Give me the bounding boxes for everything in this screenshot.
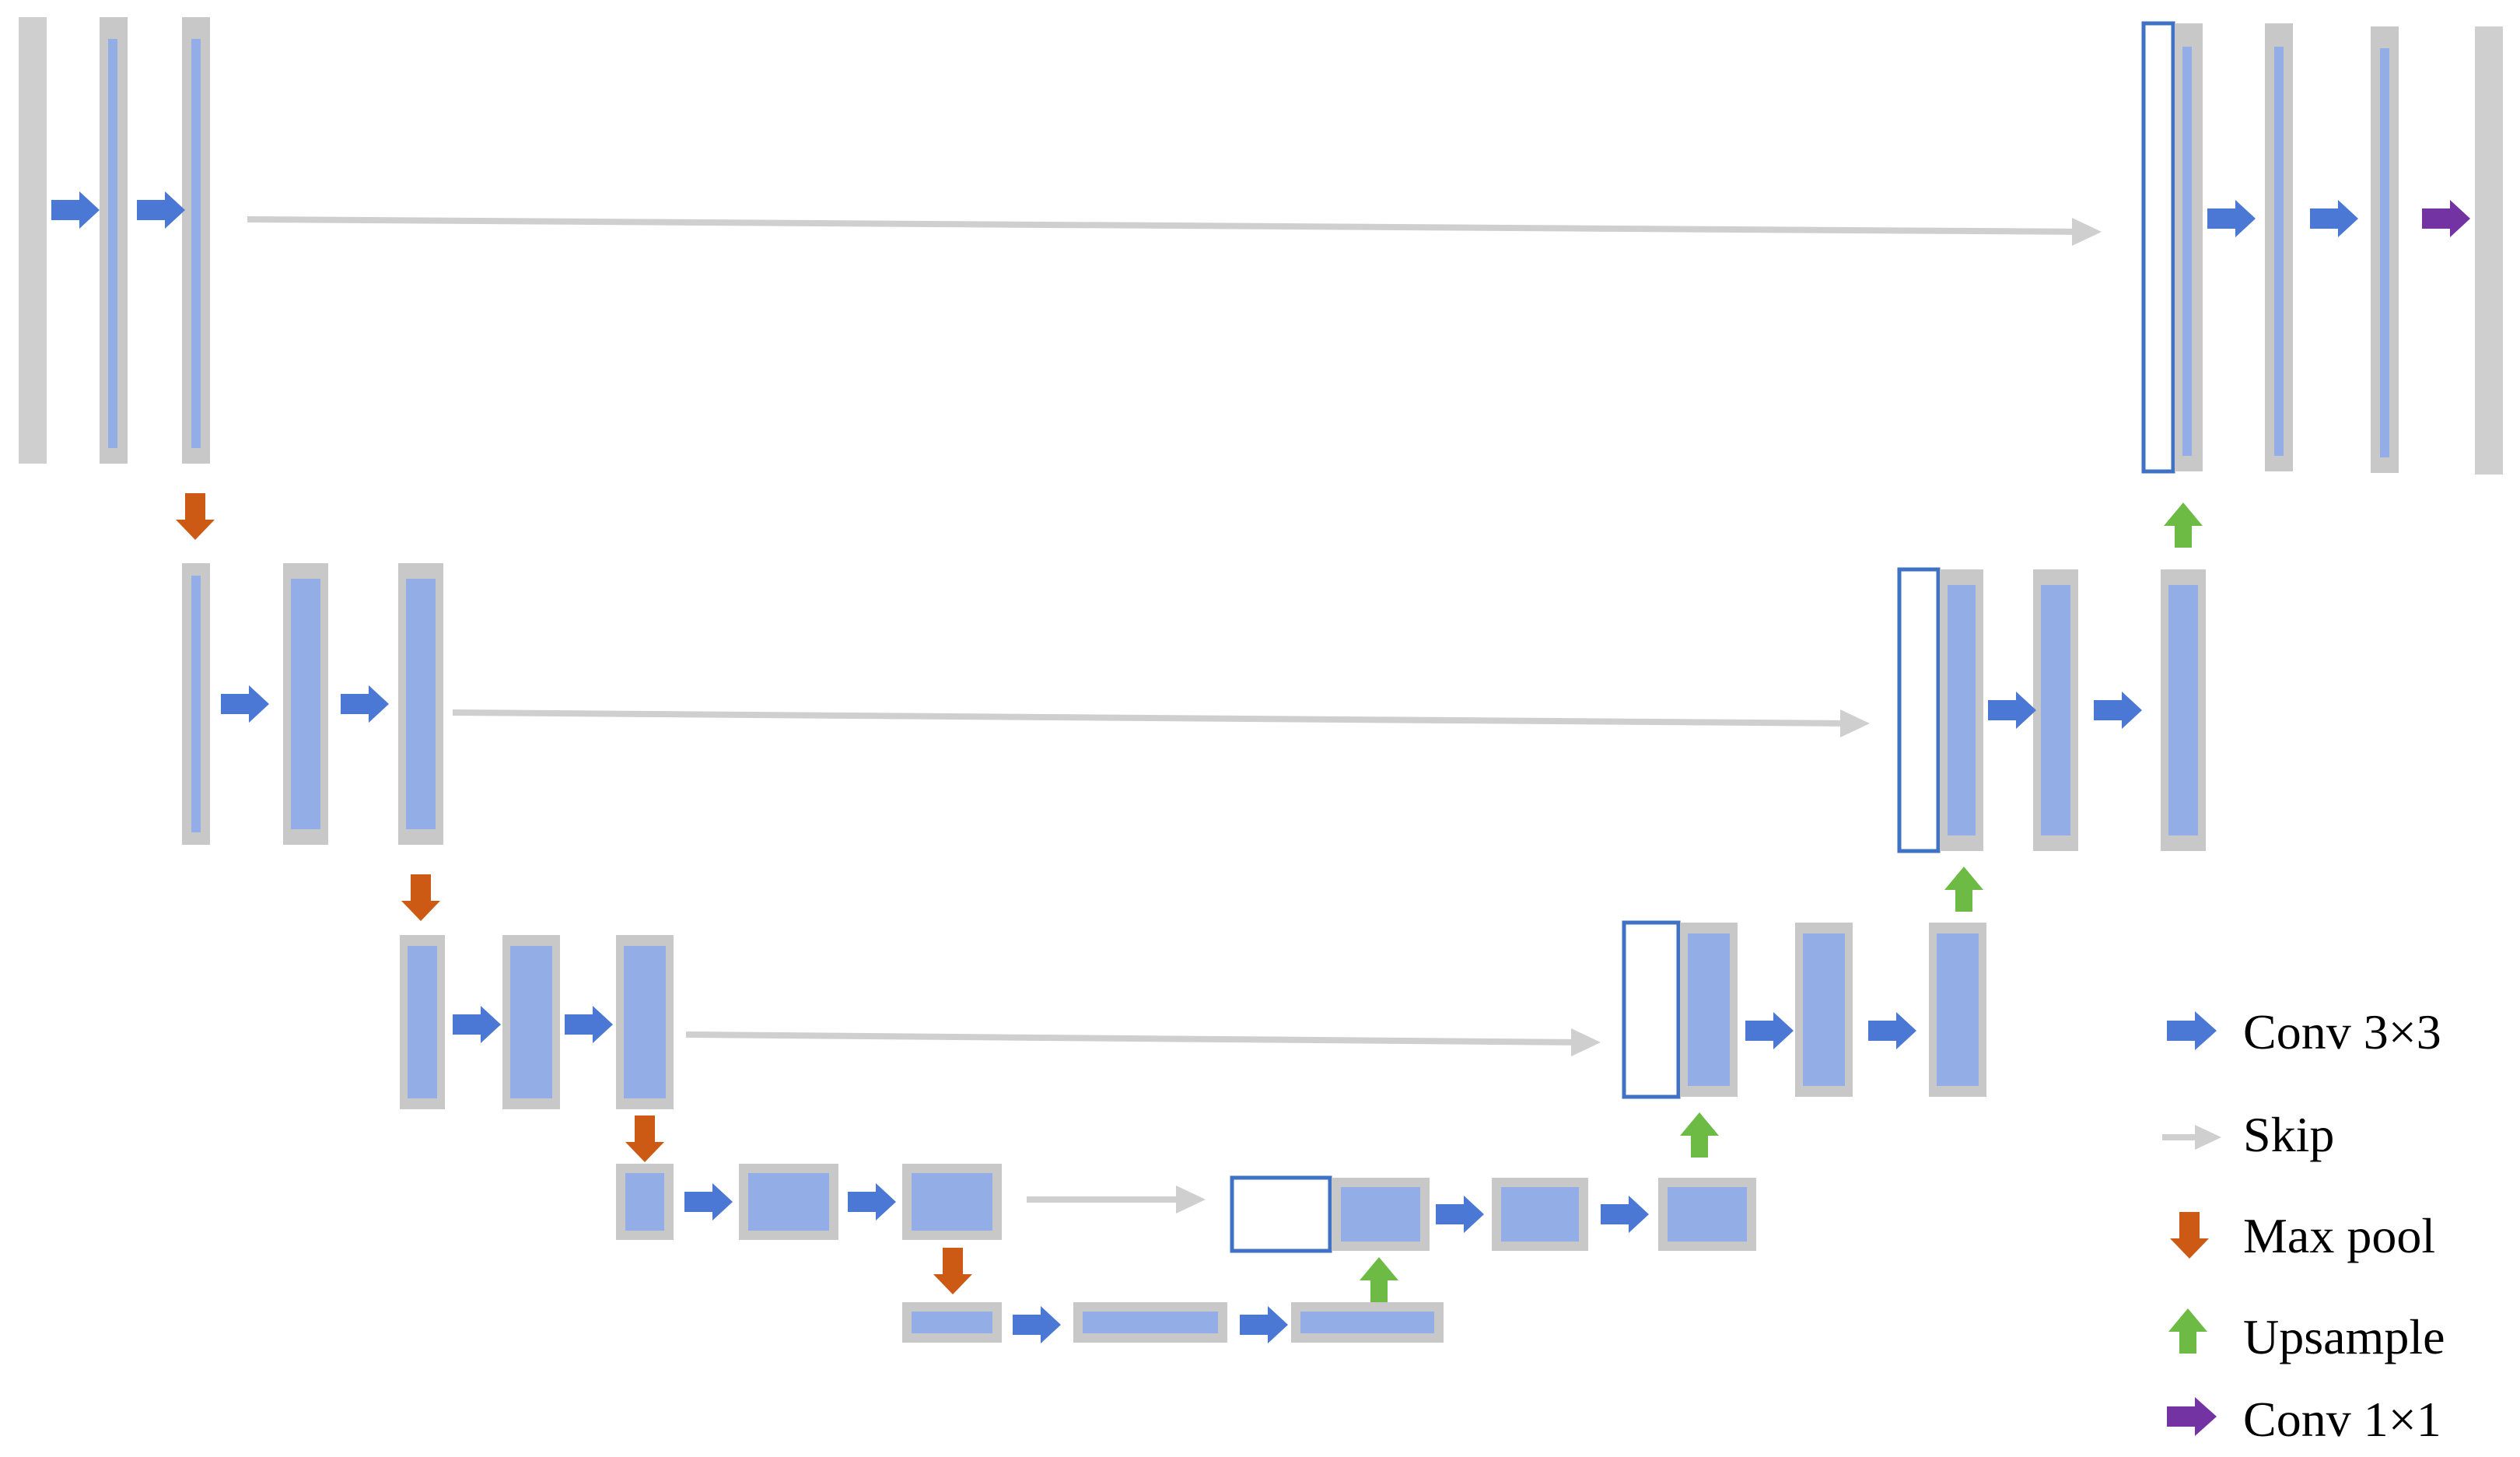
upsample-arrow-icon (2164, 503, 2203, 548)
conv3x3-arrow-icon (1868, 1012, 1916, 1049)
feature-map-fill (912, 1173, 992, 1231)
bottleneck-level (902, 1302, 1444, 1343)
conv3x3-arrow-icon (1988, 692, 2036, 729)
conv1x1-arrow-icon (2422, 200, 2470, 237)
conv3x3-arrow-icon (2167, 1011, 2217, 1050)
conv3x3-arrow-icon (221, 685, 269, 723)
feature-map-fill (748, 1173, 829, 1231)
conv3x3-arrow-icon (1601, 1196, 1649, 1233)
feature-map-fill (191, 576, 201, 832)
legend-label-upsample: Upsample (2243, 1309, 2445, 1364)
feature-map-fill (912, 1312, 992, 1333)
legend-label-conv1x1: Conv 1×1 (2243, 1392, 2441, 1447)
encoder-level-2 (182, 563, 443, 845)
legend-item-conv1x1: Conv 1×1 (2167, 1392, 2441, 1447)
feature-map-fill (108, 39, 117, 448)
upsample-arrow-icon (1360, 1257, 1398, 1302)
conv3x3-arrow-icon (1013, 1306, 1061, 1343)
feature-map-fill (1668, 1187, 1747, 1242)
feature-map-fill (408, 946, 437, 1098)
conv3x3-arrow-icon (51, 191, 100, 229)
output-map-block (2475, 26, 2503, 475)
conv3x3-arrow-icon (2207, 200, 2256, 237)
concat-block (2141, 21, 2175, 474)
concat-block (1897, 567, 1941, 853)
feature-map-fill (2274, 47, 2284, 456)
upsample-arrow-icon (1680, 1112, 1719, 1158)
legend: Conv 3×3 Skip Max pool Upsample Conv 1×1 (2162, 1004, 2445, 1447)
maxpool-arrow-icon (176, 493, 215, 540)
skip-arrow-icon (1027, 1186, 1206, 1214)
feature-map-fill (2380, 48, 2389, 457)
concat-block (1230, 1175, 1332, 1253)
concat-block (1622, 920, 1681, 1099)
maxpool-arrows (176, 493, 972, 1294)
upsample-arrow-icon (2168, 1308, 2207, 1354)
legend-label-skip: Skip (2243, 1107, 2334, 1162)
upsample-arrow-icon (1944, 867, 1983, 912)
encoder-level-1 (19, 17, 210, 464)
feature-map-fill (191, 39, 201, 448)
feature-map-fill (1803, 933, 1845, 1086)
legend-item-skip: Skip (2162, 1107, 2334, 1162)
conv3x3-arrow-icon (1240, 1306, 1288, 1343)
conv3x3-arrow-icon (684, 1183, 733, 1221)
encoder-level-3 (400, 935, 674, 1109)
conv1x1-arrow-icon (2167, 1397, 2217, 1436)
feature-map-fill (1688, 933, 1730, 1086)
legend-item-upsample: Upsample (2168, 1308, 2445, 1364)
feature-map-fill (2182, 47, 2192, 456)
feature-map-fill (1948, 585, 1976, 835)
skip-arrow-icon (452, 709, 1870, 737)
conv3x3-arrow-icon (1436, 1196, 1484, 1233)
legend-item-maxpool: Max pool (2170, 1208, 2435, 1263)
conv3x3-arrow-icon (848, 1183, 896, 1221)
encoder-level-4 (616, 1164, 1002, 1240)
feature-map-fill (1501, 1187, 1579, 1242)
conv3x3-arrow-icon (1745, 1012, 1794, 1049)
skip-arrow-icon (685, 1028, 1601, 1056)
feature-map-fill (1341, 1187, 1420, 1242)
feature-map-fill (406, 579, 436, 829)
feature-map-fill (510, 946, 552, 1098)
skip-connections (247, 216, 2102, 1214)
decoder-level-2 (1897, 567, 2206, 853)
skip-arrow-icon (2195, 1125, 2221, 1150)
conv3x3-arrow-icon (565, 1006, 613, 1043)
legend-label-maxpool: Max pool (2243, 1208, 2435, 1263)
maxpool-arrow-icon (401, 874, 440, 921)
legend-label-conv3x3: Conv 3×3 (2243, 1004, 2441, 1059)
maxpool-arrow-icon (933, 1248, 972, 1294)
decoder-level-3 (1622, 920, 1986, 1099)
conv3x3-arrow-icon (137, 191, 185, 229)
maxpool-arrow-icon (625, 1116, 664, 1162)
feature-map-fill (1937, 933, 1979, 1086)
conv3x3-arrow-icon (2094, 692, 2142, 729)
feature-map-fill (1083, 1312, 1218, 1333)
feature-map-fill (625, 1173, 664, 1231)
maxpool-arrow-icon (2170, 1212, 2209, 1259)
feature-map-fill (291, 579, 320, 829)
feature-map-fill (624, 946, 666, 1098)
conv3x3-arrow-icon (453, 1006, 501, 1043)
input-image-block (19, 17, 47, 464)
skip-arrow-icon (247, 216, 2102, 246)
decoder-level-4 (1230, 1175, 1756, 1253)
decoder-level-1 (2141, 21, 2503, 475)
feature-map-fill (1300, 1312, 1434, 1333)
legend-item-conv3x3: Conv 3×3 (2167, 1004, 2441, 1059)
feature-map-fill (2168, 585, 2198, 835)
conv3x3-arrow-icon (341, 685, 389, 723)
conv3x3-arrow-icon (2310, 200, 2358, 237)
upsample-arrows (1360, 503, 2203, 1302)
conv3x3-arrows (51, 191, 2358, 1343)
feature-map-fill (2041, 585, 2070, 835)
